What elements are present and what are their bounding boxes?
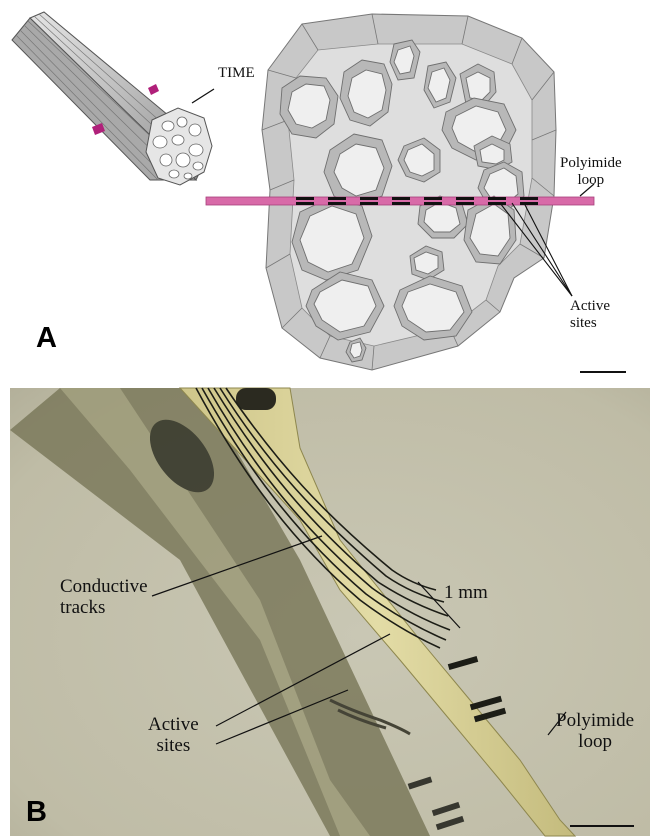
polyimide-loop-label-a: Polyimide loop [560, 155, 622, 189]
conductive-tracks-label: Conductive tracks [60, 576, 148, 619]
panel-a-letter: A [36, 322, 57, 355]
polyimide-loop-label-b: Polyimide loop [556, 710, 634, 753]
time-pointer-line [192, 89, 214, 103]
connector-pad [236, 388, 276, 410]
nerve-cross-section [206, 14, 626, 372]
panel-b-letter: B [26, 796, 47, 829]
active-sites-label-a: Active sites [570, 298, 610, 332]
time-label: TIME [218, 65, 255, 82]
scale-1mm-label: 1 mm [444, 582, 488, 603]
panel-a [12, 12, 626, 372]
active-sites-label-b: Active sites [148, 714, 199, 757]
nerve-cylinder-illustration [12, 12, 214, 185]
electrode-entry-marker [148, 84, 159, 95]
